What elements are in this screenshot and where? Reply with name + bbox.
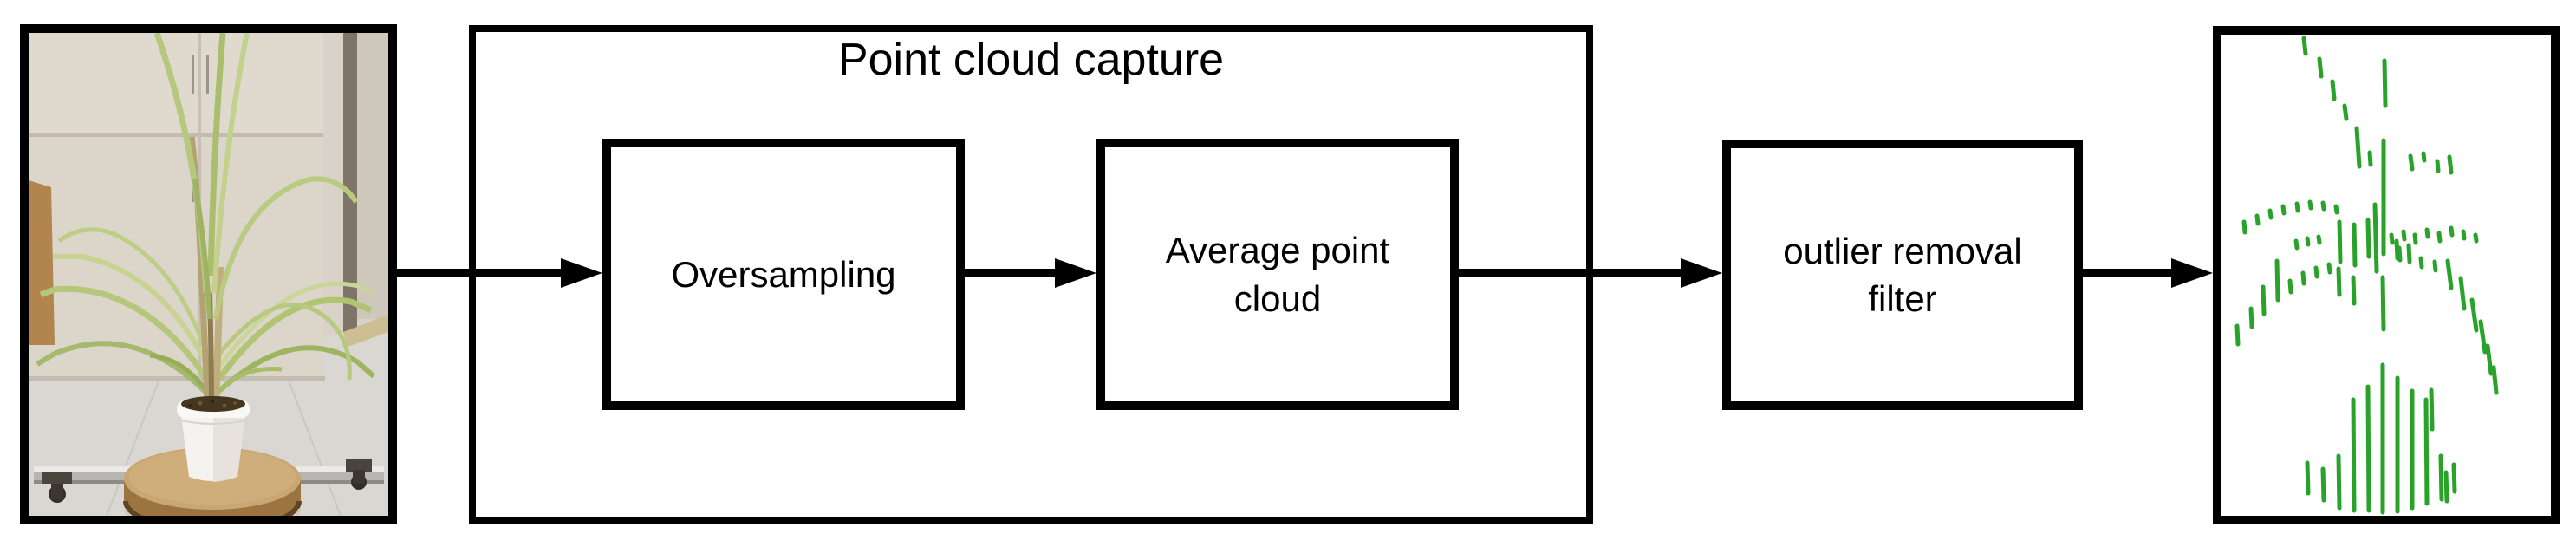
node-outlier-removal-filter: outlier removal filter: [1722, 140, 2083, 410]
arrowhead-photo-to-oversampling: [561, 258, 602, 288]
arrow-average-to-outlier: [1454, 269, 1683, 277]
group-title: Point cloud capture: [837, 35, 1225, 85]
node-oversampling-label: Oversampling: [671, 253, 896, 295]
node-average-point-cloud: Average point cloud: [1096, 139, 1459, 410]
group-point-cloud-capture: Point cloud capture: [469, 25, 1593, 524]
arrowhead-oversampling-to-average: [1055, 258, 1096, 288]
node-oversampling: Oversampling: [602, 139, 965, 410]
arrow-oversampling-to-average: [960, 269, 1059, 277]
node-average-point-cloud-label: Average point cloud: [1165, 230, 1390, 319]
plant-photo-illustration: [29, 33, 388, 516]
node-outlier-removal-filter-label: outlier removal filter: [1783, 230, 2022, 319]
arrow-photo-to-oversampling: [388, 269, 563, 277]
arrowhead-average-to-outlier: [1681, 258, 1722, 288]
plant-photo: [20, 24, 397, 524]
arrow-outlier-to-pointcloud: [2078, 269, 2174, 277]
point-cloud-output: [2213, 26, 2560, 524]
point-cloud-figure: [2234, 36, 2499, 515]
arrowhead-outlier-to-pointcloud: [2171, 258, 2213, 288]
